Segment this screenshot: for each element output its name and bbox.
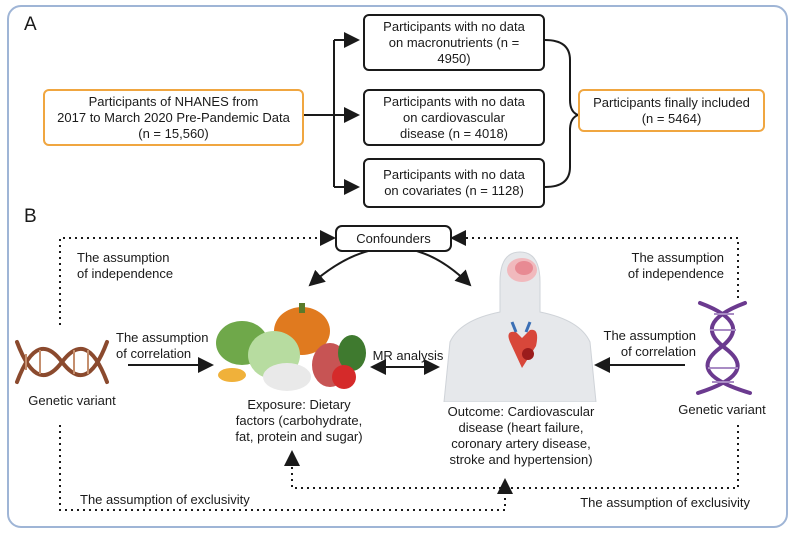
dna-helix-right-icon <box>696 301 752 395</box>
exclusivity-right-label: The assumption of exclusivity <box>580 495 750 510</box>
exclusivity-left-label: The assumption of exclusivity <box>80 492 250 507</box>
included-box: Participants finally included (n = 5464) <box>578 89 765 132</box>
figure-frame <box>7 5 788 528</box>
outcome-label: Outcome: Cardiovascular disease (heart f… <box>447 404 595 467</box>
genetic-variant-right-label: Genetic variant <box>678 402 766 417</box>
panel-a-label: A <box>24 14 37 35</box>
genetic-variant-left-label: Genetic variant <box>28 393 116 408</box>
correlation-left-label: The assumption of correlation <box>116 330 209 361</box>
excluded-box-macronutrients: Participants with no data on macronutrie… <box>363 14 545 71</box>
dotted-paths <box>59 230 739 511</box>
excluded-box-covariates: Participants with no data on covariates … <box>363 158 545 208</box>
source-box: Participants of NHANES from 2017 to Marc… <box>43 89 304 146</box>
independence-right-label: The assumption of independence <box>627 250 724 281</box>
dietary-food-icon <box>216 303 366 391</box>
dna-helix-left-icon <box>15 340 109 384</box>
panel-b-label: B <box>24 206 37 227</box>
mr-analysis-label: MR analysis <box>372 348 444 363</box>
independence-left-label: The assumption of independence <box>77 250 174 281</box>
exposure-label: Exposure: Dietary factors (carbohydrate,… <box>235 397 363 444</box>
human-body-icon <box>443 251 597 402</box>
confounders-box: Confounders <box>335 225 452 252</box>
correlation-right-label: The assumption of correlation <box>603 328 697 359</box>
excluded-box-cardiovascular: Participants with no data on cardiovascu… <box>363 89 545 146</box>
